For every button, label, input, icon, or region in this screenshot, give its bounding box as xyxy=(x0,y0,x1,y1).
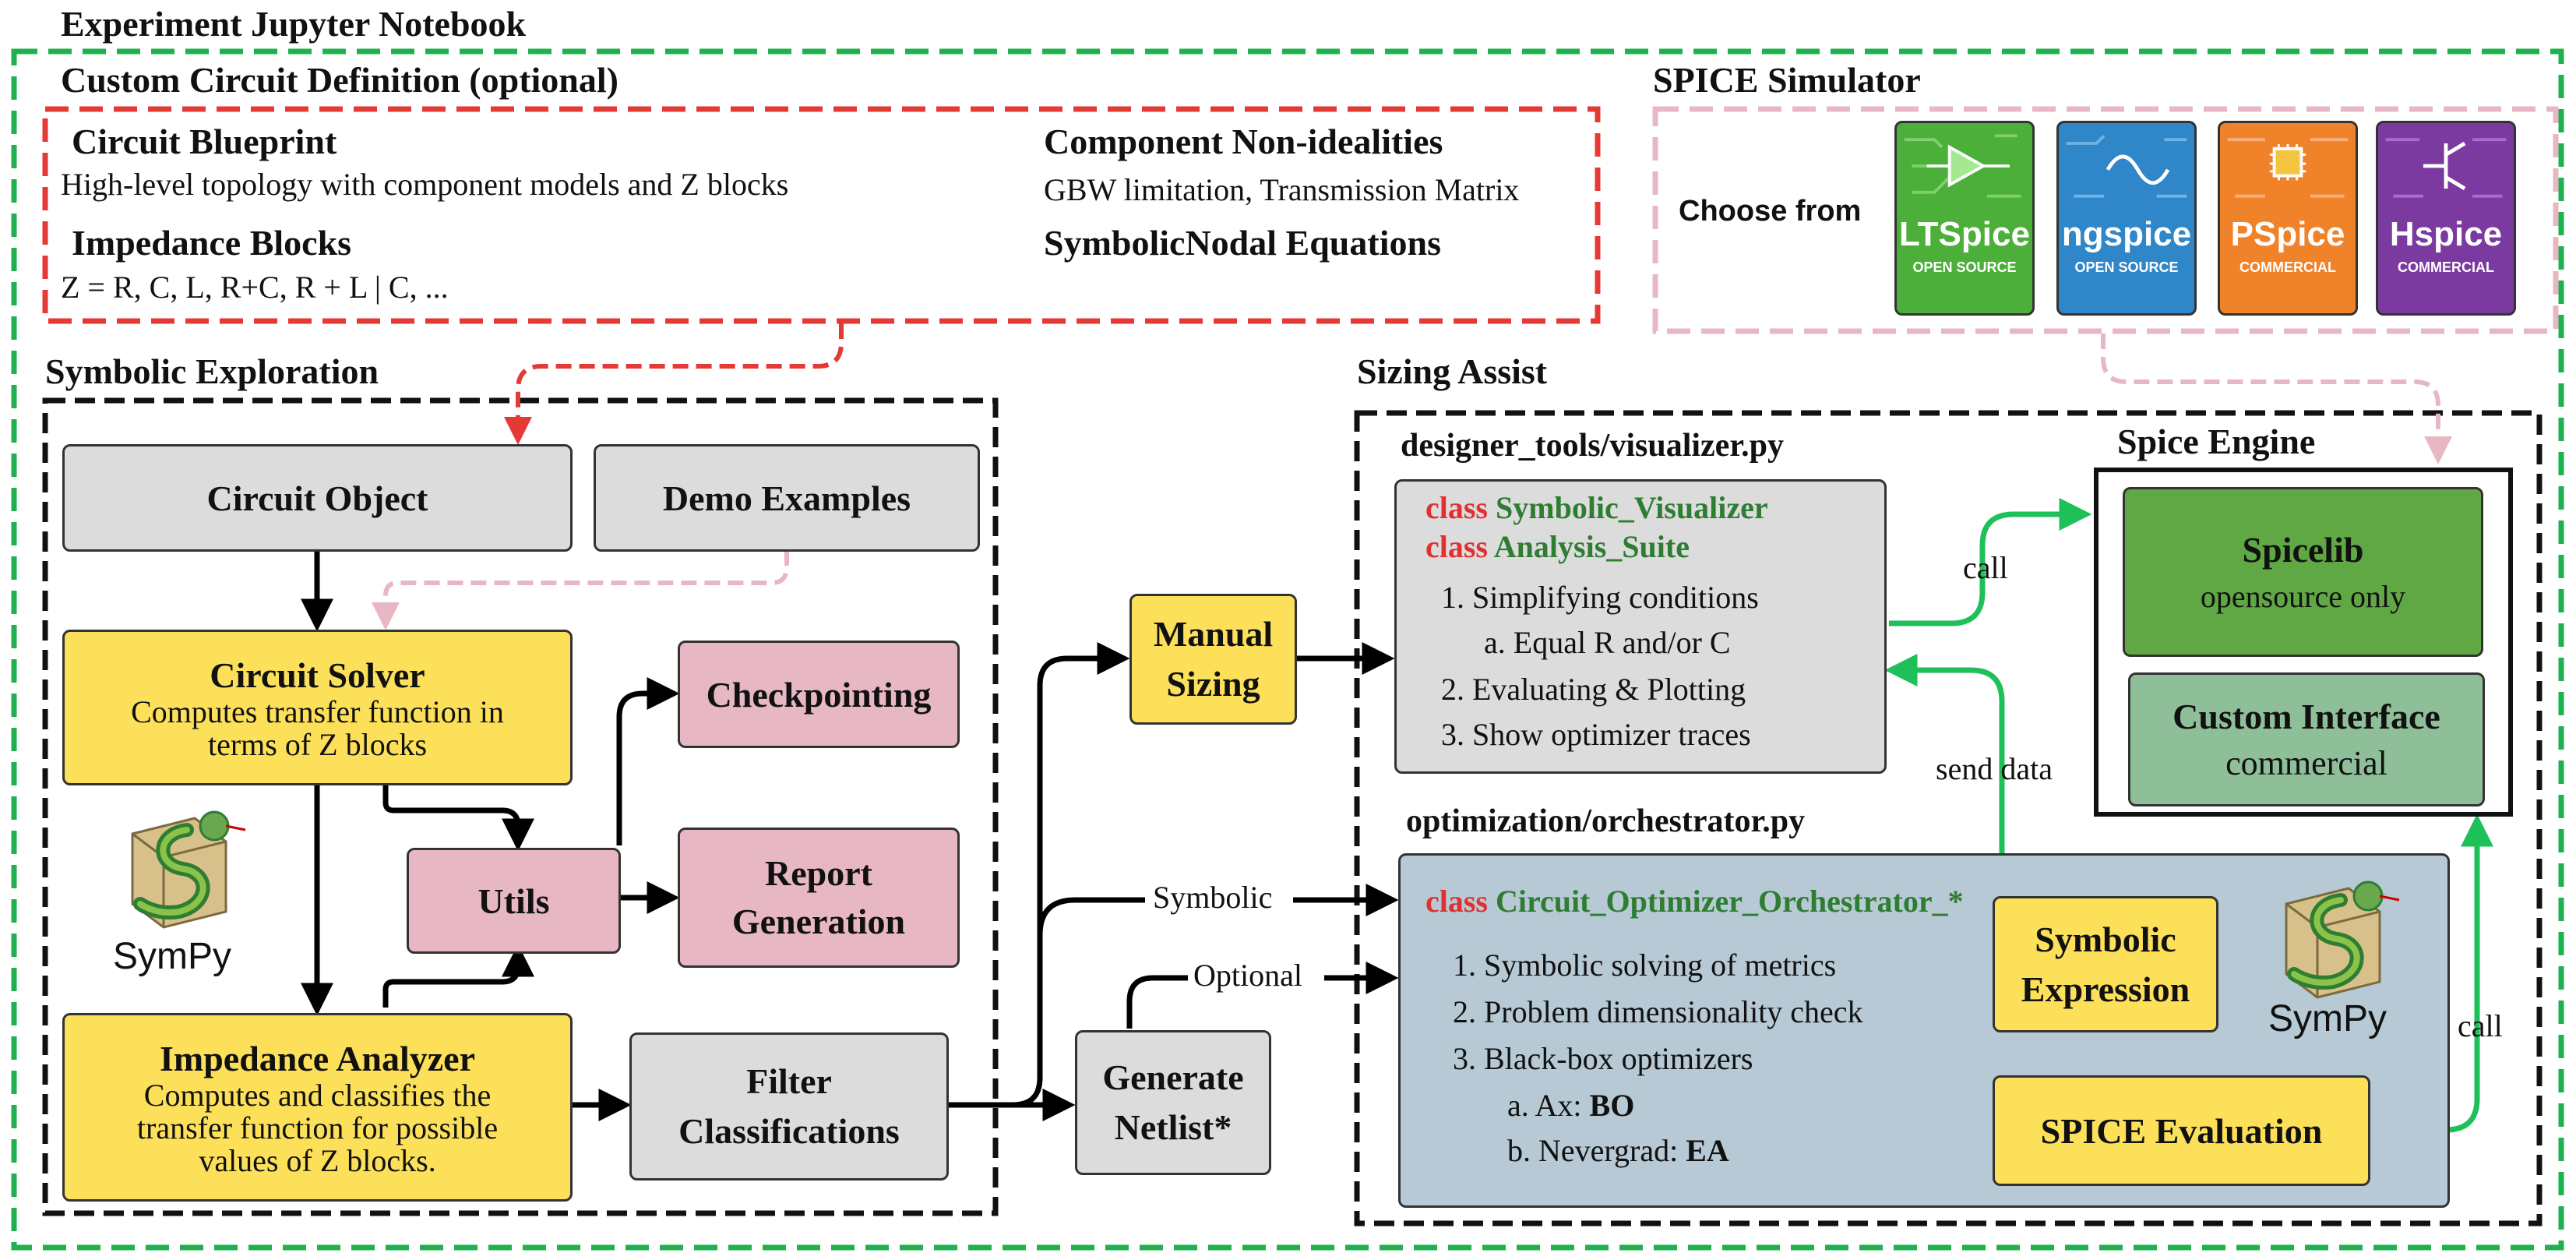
circuit-solver-text: Computes transfer function in terms of Z… xyxy=(131,694,504,762)
call-label-top: call xyxy=(1963,550,2008,585)
generate-netlist-box[interactable]: Generate Netlist* xyxy=(1075,1030,1271,1175)
impedance-analyzer-box[interactable]: Impedance Analyzer Computes and classifi… xyxy=(62,1013,573,1202)
symbolic-expression-box[interactable]: Symbolic Expression xyxy=(1993,896,2218,1032)
sympy-logo-right xyxy=(2263,873,2426,1013)
class-keyword: class xyxy=(1425,490,1488,525)
nonideal-text: GBW limitation, Transmission Matrix xyxy=(1044,172,1520,207)
filter-classifications-box[interactable]: Filter Classifications xyxy=(629,1032,949,1181)
nodal-equations-heading: SymbolicNodal Equations xyxy=(1044,223,1441,263)
vis-class-line-1: class Symbolic_Visualizer xyxy=(1425,489,1768,526)
spice-simulator-title: SPICE Simulator xyxy=(1653,60,1921,100)
ltspice-name: LTSpice xyxy=(1899,215,2030,253)
orch-item-3b: b. Nevergrad: EA xyxy=(1507,1128,1729,1174)
demo-examples-label: Demo Examples xyxy=(662,478,911,518)
circuit-art-icon xyxy=(1904,134,2021,198)
send-data-label: send data xyxy=(1936,751,2053,786)
blueprint-text: High-level topology with component model… xyxy=(61,167,789,202)
sine-wave-icon xyxy=(2066,134,2187,198)
checkpointing-label: Checkpointing xyxy=(706,674,932,715)
notebook-title: Experiment Jupyter Notebook xyxy=(61,4,527,44)
orch-item-1: 1. Symbolic solving of metrics xyxy=(1453,948,1837,983)
visualizer-panel[interactable] xyxy=(1394,479,1887,774)
class-name: Circuit_Optimizer_Orchestrator_* xyxy=(1496,884,1964,919)
vis-item-1: 1. Simplifying conditions xyxy=(1441,580,1759,615)
sympy-snake-icon xyxy=(2285,881,2400,999)
orchestrator-file-label: optimization/orchestrator.py xyxy=(1406,803,1806,839)
optimizer-b-method: EA xyxy=(1686,1133,1729,1168)
sympy-label-left: SymPy xyxy=(113,936,232,977)
custom-interface-text: commercial xyxy=(2225,744,2387,782)
circuit-object-box[interactable]: Circuit Object xyxy=(62,444,573,552)
vis-class-line-2: class Analysis_Suite xyxy=(1425,528,1690,565)
class-keyword: class xyxy=(1425,884,1488,919)
impedance-analyzer-title: Impedance Analyzer xyxy=(159,1038,475,1078)
optimizer-a-prefix: a. Ax: xyxy=(1507,1088,1590,1123)
circuit-solver-title: Circuit Solver xyxy=(210,655,425,695)
circuit-solver-box[interactable]: Circuit Solver Computes transfer functio… xyxy=(62,630,573,785)
spice-engine-title: Spice Engine xyxy=(2117,422,2316,461)
vis-item-1a: a. Equal R and/or C xyxy=(1484,625,1731,660)
checkpointing-box[interactable]: Checkpointing xyxy=(678,641,960,748)
chip-icon xyxy=(2227,138,2349,198)
spice-engine-frame xyxy=(2094,468,2513,817)
orch-item-2: 2. Problem dimensionality check xyxy=(1453,994,1863,1029)
class-name: Symbolic_Visualizer xyxy=(1496,490,1768,525)
optimizer-b-prefix: b. Nevergrad: xyxy=(1507,1133,1686,1168)
optimizer-a-method: BO xyxy=(1589,1088,1635,1123)
ltspice-license: OPEN SOURCE xyxy=(1912,259,2017,275)
spice-evaluation-label: SPICE Evaluation xyxy=(2040,1110,2323,1151)
call-label-right: call xyxy=(2458,1008,2503,1043)
hspice-name: Hspice xyxy=(2389,215,2503,253)
ltspice-badge[interactable]: LTSpice OPEN SOURCE xyxy=(1894,121,2035,316)
generate-netlist-label: Generate Netlist* xyxy=(1102,1057,1244,1147)
spice-evaluation-box[interactable]: SPICE Evaluation xyxy=(1993,1075,2370,1186)
impedance-analyzer-text: Computes and classifies the transfer fun… xyxy=(136,1077,499,1178)
vis-item-3: 3. Show optimizer traces xyxy=(1441,717,1751,752)
pspice-license: COMMERCIAL xyxy=(2239,259,2336,275)
sympy-logo xyxy=(109,803,273,943)
symbolic-arrow-label: Symbolic xyxy=(1153,880,1273,915)
nonideal-heading: Component Non-idealities xyxy=(1044,122,1443,161)
spicelib-title: Spicelib xyxy=(2242,530,2364,570)
vis-item-2: 2. Evaluating & Plotting xyxy=(1441,672,1746,707)
symbolic-exploration-title: Symbolic Exploration xyxy=(45,351,379,391)
transistor-icon xyxy=(2385,138,2507,198)
demo-examples-box[interactable]: Demo Examples xyxy=(594,444,980,552)
manual-sizing-label: Manual Sizing xyxy=(1153,614,1274,704)
utils-label: Utils xyxy=(477,881,550,921)
pspice-badge[interactable]: PSpice COMMERCIAL xyxy=(2218,121,2358,316)
circuit-object-label: Circuit Object xyxy=(206,478,428,518)
orch-item-3a: a. Ax: BO xyxy=(1507,1083,1634,1128)
choose-from-label: Choose from xyxy=(1679,195,1862,228)
custom-interface-title: Custom Interface xyxy=(2173,697,2440,736)
hspice-badge[interactable]: Hspice COMMERCIAL xyxy=(2376,121,2516,316)
orch-item-3: 3. Black-box optimizers xyxy=(1453,1041,1753,1076)
blueprint-heading: Circuit Blueprint xyxy=(72,122,337,161)
optional-arrow-label: Optional xyxy=(1193,958,1302,993)
report-generation-label: Report Generation xyxy=(731,853,906,941)
impedance-blocks-text: Z = R, C, L, R+C, R + L | C, ... xyxy=(61,270,449,305)
visualizer-file-label: designer_tools/visualizer.py xyxy=(1401,428,1784,464)
pspice-name: PSpice xyxy=(2230,215,2345,253)
spicelib-text: opensource only xyxy=(2200,579,2406,614)
sizing-assist-title: Sizing Assist xyxy=(1357,351,1548,391)
custom-circuit-title: Custom Circuit Definition (optional) xyxy=(61,60,618,100)
class-name: Analysis_Suite xyxy=(1493,529,1690,564)
impedance-blocks-heading: Impedance Blocks xyxy=(72,223,352,263)
hspice-license: COMMERCIAL xyxy=(2398,259,2494,275)
sympy-snake-icon xyxy=(131,810,246,929)
spicelib-box[interactable]: Spicelib opensource only xyxy=(2123,487,2483,657)
class-keyword: class xyxy=(1425,529,1488,564)
filter-classifications-label: Filter Classifications xyxy=(678,1061,900,1151)
ngspice-license: OPEN SOURCE xyxy=(2074,259,2179,275)
symbolic-expression-label: Symbolic Expression xyxy=(2021,919,2190,1009)
custom-interface-box[interactable]: Custom Interface commercial xyxy=(2128,672,2485,806)
report-generation-box[interactable]: Report Generation xyxy=(678,828,960,968)
orch-class-line: class Circuit_Optimizer_Orchestrator_* xyxy=(1425,883,1964,919)
ngspice-badge[interactable]: ngspice OPEN SOURCE xyxy=(2056,121,2197,316)
sympy-label-right: SymPy xyxy=(2268,998,2387,1039)
ngspice-name: ngspice xyxy=(2061,215,2192,253)
manual-sizing-box[interactable]: Manual Sizing xyxy=(1129,594,1297,725)
utils-box[interactable]: Utils xyxy=(407,848,621,954)
